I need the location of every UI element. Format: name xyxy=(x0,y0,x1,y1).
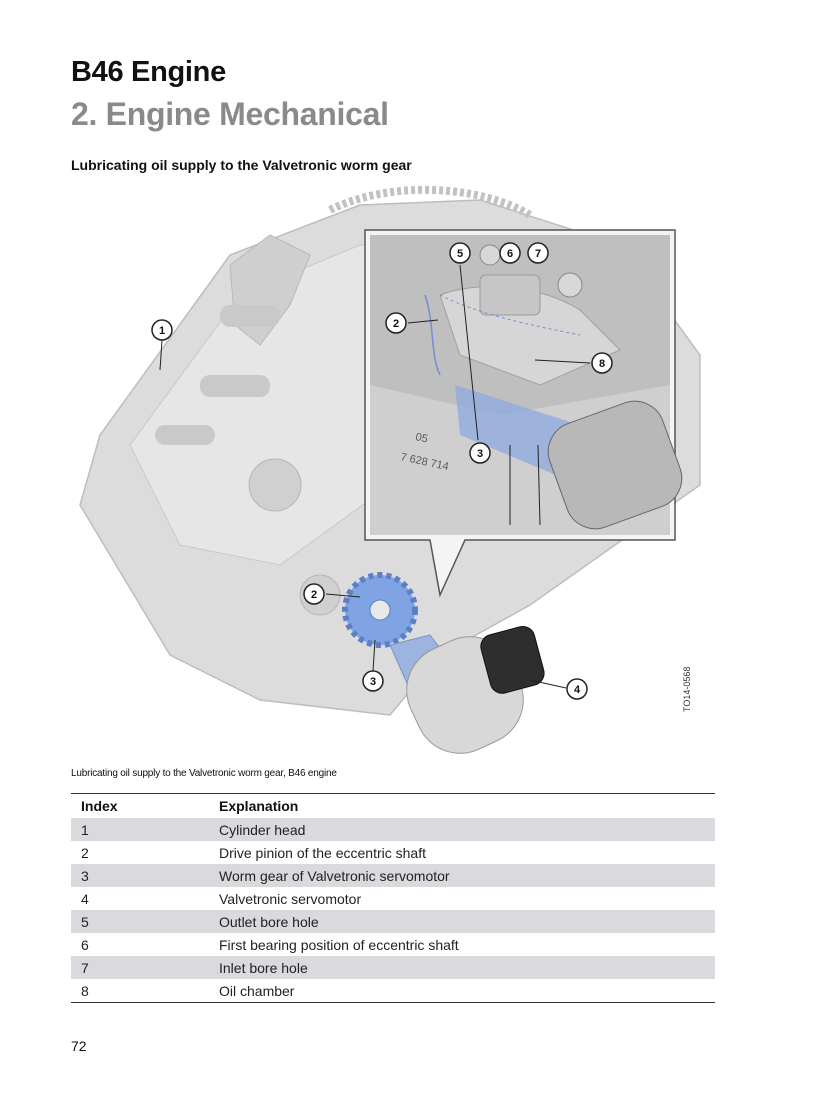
table-header-row: Index Explanation xyxy=(71,794,715,819)
callout-7-label: 7 xyxy=(535,248,541,260)
row-index: 1 xyxy=(71,818,209,841)
chapter-title: 2. Engine Mechanical xyxy=(71,96,389,132)
callout-3-inset-label: 3 xyxy=(477,448,483,460)
table-row: 4 Valvetronic servomotor xyxy=(71,887,715,910)
callout-3-label: 3 xyxy=(370,676,376,688)
table-row: 6 First bearing position of eccentric sh… xyxy=(71,933,715,956)
callout-8-label: 8 xyxy=(599,358,605,370)
callout-2-inset-label: 2 xyxy=(393,318,399,330)
valvetronic-servomotor-shape xyxy=(389,625,545,754)
callout-7-circle xyxy=(527,242,549,264)
callout-6-label: 6 xyxy=(507,248,513,260)
callout-2-inset-circle xyxy=(385,312,407,334)
figure-caption: Lubricating oil supply to the Valvetroni… xyxy=(71,768,337,779)
callout-6-circle xyxy=(499,242,521,264)
row-index: 6 xyxy=(81,936,89,953)
part-stamp-top: 05 xyxy=(414,431,428,445)
row-explanation: Worm gear of Valvetronic servomotor xyxy=(209,864,715,887)
callout-4-circle xyxy=(566,678,588,700)
detail-inset: 05 7 628 714 xyxy=(364,229,683,598)
column-header-index: Index xyxy=(81,798,118,814)
engine-illustration: 05 7 628 714 xyxy=(60,185,720,770)
table-row: 8 Oil chamber xyxy=(71,979,715,1003)
table-row: 2 Drive pinion of the eccentric shaft xyxy=(71,841,715,864)
callout-2-label: 2 xyxy=(311,589,317,601)
legend-table: Index Explanation 1 Cylinder head 2 Driv… xyxy=(71,793,715,1003)
table-row: 1 Cylinder head xyxy=(71,818,715,841)
row-explanation: Valvetronic servomotor xyxy=(219,890,362,907)
callout-5-circle xyxy=(449,242,471,264)
row-index: 7 xyxy=(71,956,209,979)
row-explanation: Outlet bore hole xyxy=(209,910,715,933)
callout-1-label: 1 xyxy=(159,325,165,337)
callout-markers xyxy=(151,242,613,700)
row-index: 2 xyxy=(81,844,89,861)
drive-pinion-gear xyxy=(342,572,418,648)
row-index: 8 xyxy=(81,982,89,999)
callout-2-circle xyxy=(303,583,325,605)
leader-lines xyxy=(159,264,591,689)
row-index: 3 xyxy=(71,864,209,887)
row-explanation: First bearing position of eccentric shaf… xyxy=(219,936,459,953)
callout-4-label: 4 xyxy=(574,684,581,696)
callout-3-circle xyxy=(362,670,384,692)
table-row: 5 Outlet bore hole xyxy=(71,910,715,933)
row-index: 5 xyxy=(71,910,209,933)
row-explanation: Drive pinion of the eccentric shaft xyxy=(219,844,426,861)
callout-8-circle xyxy=(591,352,613,374)
callout-5-label: 5 xyxy=(457,248,463,260)
page-title: B46 Engine xyxy=(71,56,226,88)
callout-3-inset-circle xyxy=(469,442,491,464)
callout-1-circle xyxy=(151,319,173,341)
column-header-explanation: Explanation xyxy=(219,798,299,814)
row-explanation: Oil chamber xyxy=(219,982,295,999)
figure-id: TO14-0568 xyxy=(682,666,692,712)
engine-diagram: 05 7 628 714 xyxy=(79,185,701,754)
row-explanation: Cylinder head xyxy=(209,818,715,841)
page-number: 72 xyxy=(71,1038,87,1054)
table-row: 7 Inlet bore hole xyxy=(71,956,715,979)
section-heading: Lubricating oil supply to the Valvetroni… xyxy=(71,157,412,173)
row-explanation: Inlet bore hole xyxy=(209,956,715,979)
row-index: 4 xyxy=(81,890,89,907)
table-row: 3 Worm gear of Valvetronic servomotor xyxy=(71,864,715,887)
callout-labels: 1 2 3 5 6 7 8 2 3 4 xyxy=(159,248,605,696)
